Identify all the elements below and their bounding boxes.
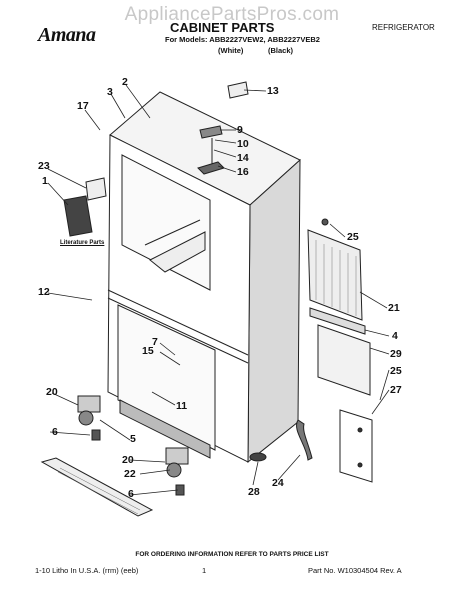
- toe-grille-22: [40, 457, 154, 517]
- callout-1: 1: [42, 175, 48, 187]
- callout-27: 27: [390, 384, 402, 396]
- callout-9: 9: [237, 124, 243, 136]
- callout-25-upper: 25: [347, 231, 359, 243]
- page-title: CABINET PARTS: [170, 20, 275, 35]
- cabinet-shell: [107, 91, 301, 464]
- callout-6-upper: 6: [52, 426, 58, 438]
- callout-21: 21: [388, 302, 400, 314]
- callout-20-upper: 20: [46, 386, 58, 398]
- part-13-tag: [227, 81, 249, 99]
- footer-part-number: Part No. W10304504 Rev. A: [308, 566, 402, 575]
- footer-litho: 1-10 Litho In U.S.A. (rrm) (eeb): [35, 566, 139, 575]
- variant-white: (White): [218, 46, 244, 55]
- callout-4: 4: [392, 330, 398, 342]
- callout-10: 10: [237, 138, 249, 150]
- part-29-panel: [317, 324, 371, 396]
- callout-11: 11: [176, 400, 188, 412]
- callout-15: 15: [142, 345, 154, 357]
- ordering-note: FOR ORDERING INFORMATION REFER TO PARTS …: [135, 551, 329, 558]
- roller-assembly-upper: [77, 395, 101, 441]
- part-4-panel: [309, 307, 366, 335]
- callout-12: 12: [38, 286, 50, 298]
- models-line: For Models: ABB2227VEW2, ABB2227VEB2: [165, 35, 320, 44]
- variant-black: (Black): [268, 46, 294, 55]
- leader-lines: [47, 84, 390, 496]
- wrench-24: [296, 419, 313, 461]
- callout-29: 29: [390, 348, 402, 360]
- rear-grille: [307, 218, 363, 321]
- callout-6-lower: 6: [128, 488, 134, 500]
- callout-7: 7: [152, 336, 158, 348]
- leveler-28: [249, 452, 267, 462]
- callout-28: 28: [248, 486, 260, 498]
- callout-5: 5: [130, 433, 136, 445]
- callout-16: 16: [237, 166, 249, 178]
- callout-20-lower: 20: [122, 454, 134, 466]
- callout-17: 17: [77, 100, 89, 112]
- brand-logo: Amana: [38, 24, 96, 46]
- callout-23: 23: [38, 160, 50, 172]
- watermark: AppliancePartsPros.com: [124, 4, 340, 25]
- literature-book: [63, 195, 93, 237]
- footer-page-number: 1: [202, 566, 207, 575]
- literature-label: Literature Parts: [60, 240, 105, 246]
- callout-2: 2: [122, 76, 128, 88]
- callout-24: 24: [272, 477, 284, 489]
- part-23-box: [85, 177, 107, 201]
- callout-14: 14: [237, 152, 249, 164]
- callout-22: 22: [124, 468, 136, 480]
- roller-assembly-lower: [165, 447, 189, 496]
- callout-13: 13: [267, 85, 279, 97]
- top-hinge: [199, 125, 223, 139]
- category-label: REFRIGERATOR: [372, 23, 435, 32]
- part-27-bracket: [339, 409, 373, 483]
- callout-25-lower: 25: [390, 365, 402, 377]
- callout-3: 3: [107, 86, 113, 98]
